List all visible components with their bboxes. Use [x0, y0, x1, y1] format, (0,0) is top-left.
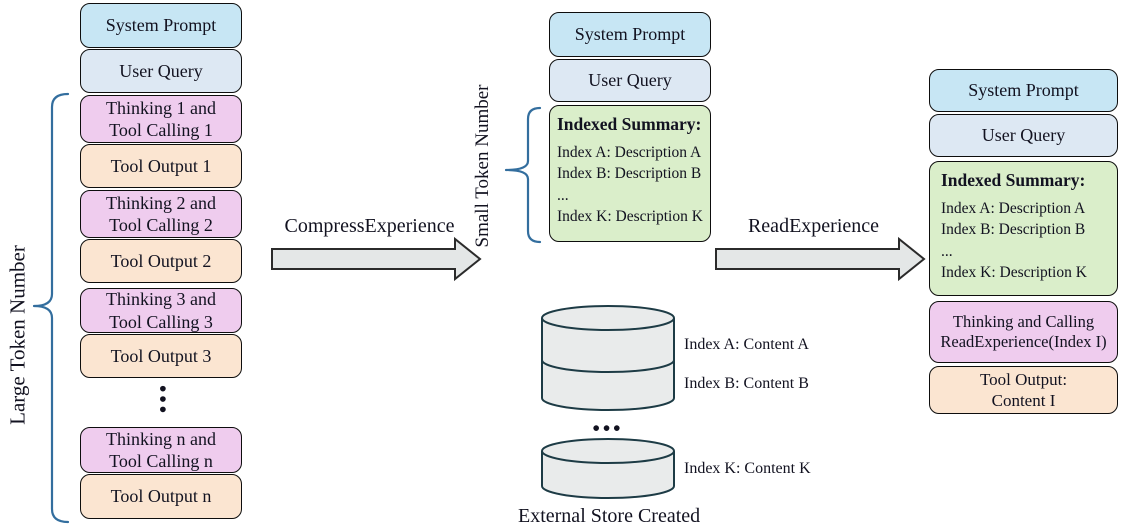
box-label: System Prompt: [574, 24, 686, 45]
summary-line: Index B: Description B: [941, 221, 1086, 239]
right-box-thinking-readexperience: Thinking and Calling ReadExperience(Inde…: [929, 301, 1118, 363]
curly-brace: [504, 106, 542, 244]
box-label: Tool Calling 2: [109, 215, 213, 235]
summary-line: ...: [557, 186, 569, 204]
box-label: Thinking 2 and: [106, 192, 216, 213]
summary-line: Index A: Description A: [941, 199, 1086, 217]
store-label-index-b: Index B: Content B: [684, 375, 809, 392]
summary-line: Index K: Description K: [941, 264, 1087, 282]
box-label: Tool Output n: [110, 486, 212, 507]
left-box-tool-output-3: Tool Output 3: [80, 334, 242, 378]
external-store-caption: External Store Created: [518, 505, 701, 527]
box-label: Tool Calling 1: [109, 120, 213, 140]
box-label: Thinking n and: [106, 428, 216, 449]
box-label: Tool Output 2: [110, 250, 212, 271]
database-single-top-icon: [541, 438, 675, 464]
box-label: Tool Calling n: [109, 451, 213, 471]
box-label: User Query: [981, 125, 1066, 146]
horizontal-ellipsis: •••: [592, 416, 624, 440]
store-label-index-a: Index A: Content A: [684, 336, 809, 353]
box-label: Thinking 1 and: [106, 97, 216, 118]
right-arrow-icon: [715, 236, 926, 282]
box-label: User Query: [588, 70, 672, 91]
database-single-body-icon: [541, 451, 675, 499]
summary-title: Indexed Summary:: [557, 114, 702, 134]
large-token-number-label: Large Token Number: [5, 245, 30, 425]
vertical-ellipsis: •••: [151, 385, 175, 417]
left-box-user-query: User Query: [80, 49, 242, 93]
read-experience-label: ReadExperience: [747, 215, 880, 237]
summary-line: ...: [941, 242, 953, 260]
box-label: Tool Output:: [979, 369, 1068, 389]
right-arrow-icon: [271, 236, 482, 282]
compress-experience-label: CompressExperience: [284, 215, 455, 237]
box-label: Thinking and Calling: [952, 311, 1095, 331]
small-token-brace: [504, 106, 542, 244]
left-box-tool-output-n: Tool Output n: [80, 474, 242, 519]
left-box-tool-output-1: Tool Output 1: [80, 144, 242, 188]
large-token-brace: [32, 92, 70, 524]
box-label: System Prompt: [968, 80, 1079, 101]
box-label: Tool Calling 3: [109, 311, 213, 332]
left-box-system-prompt: System Prompt: [80, 3, 242, 48]
small-token-number-label: Small Token Number: [472, 84, 493, 248]
store-label-index-k: Index K: Content K: [684, 460, 811, 477]
box-label: Tool Output 3: [110, 345, 212, 366]
middle-box-user-query: User Query: [549, 59, 711, 102]
middle-box-indexed-summary: Indexed Summary: Index A: Description A …: [549, 105, 711, 242]
middle-box-system-prompt: System Prompt: [549, 12, 711, 57]
left-box-thinking-3: Thinking 3 and Tool Calling 3: [80, 288, 242, 333]
database-stack-divider-icon: [541, 359, 675, 373]
box-label: Thinking 3 and: [106, 289, 216, 310]
database-stack-top-icon: [541, 305, 675, 331]
summary-line: Index K: Description K: [557, 208, 703, 226]
right-box-user-query: User Query: [929, 114, 1118, 157]
box-label: User Query: [119, 60, 203, 81]
summary-line: Index B: Description B: [557, 165, 702, 183]
box-label: Tool Output 1: [110, 155, 212, 176]
compress-experience-arrow: [271, 236, 482, 282]
left-box-thinking-n: Thinking n and Tool Calling n: [80, 427, 242, 473]
read-experience-arrow: [715, 236, 926, 282]
left-box-tool-output-2: Tool Output 2: [80, 239, 242, 283]
left-box-thinking-1: Thinking 1 and Tool Calling 1: [80, 95, 242, 143]
summary-line: Index A: Description A: [557, 143, 702, 161]
box-label: ReadExperience(Index I): [940, 332, 1107, 351]
right-box-indexed-summary: Indexed Summary: Index A: Description A …: [929, 161, 1118, 296]
curly-brace: [32, 92, 70, 524]
external-store-cylinders: [541, 305, 675, 499]
summary-title: Indexed Summary:: [941, 170, 1086, 190]
right-box-tool-output-content: Tool Output: Content I: [929, 366, 1118, 414]
box-label: System Prompt: [105, 15, 217, 36]
box-label: Content I: [991, 391, 1056, 410]
database-stack-body-icon: [541, 318, 675, 411]
left-box-thinking-2: Thinking 2 and Tool Calling 2: [80, 190, 242, 238]
right-box-system-prompt: System Prompt: [929, 69, 1118, 112]
